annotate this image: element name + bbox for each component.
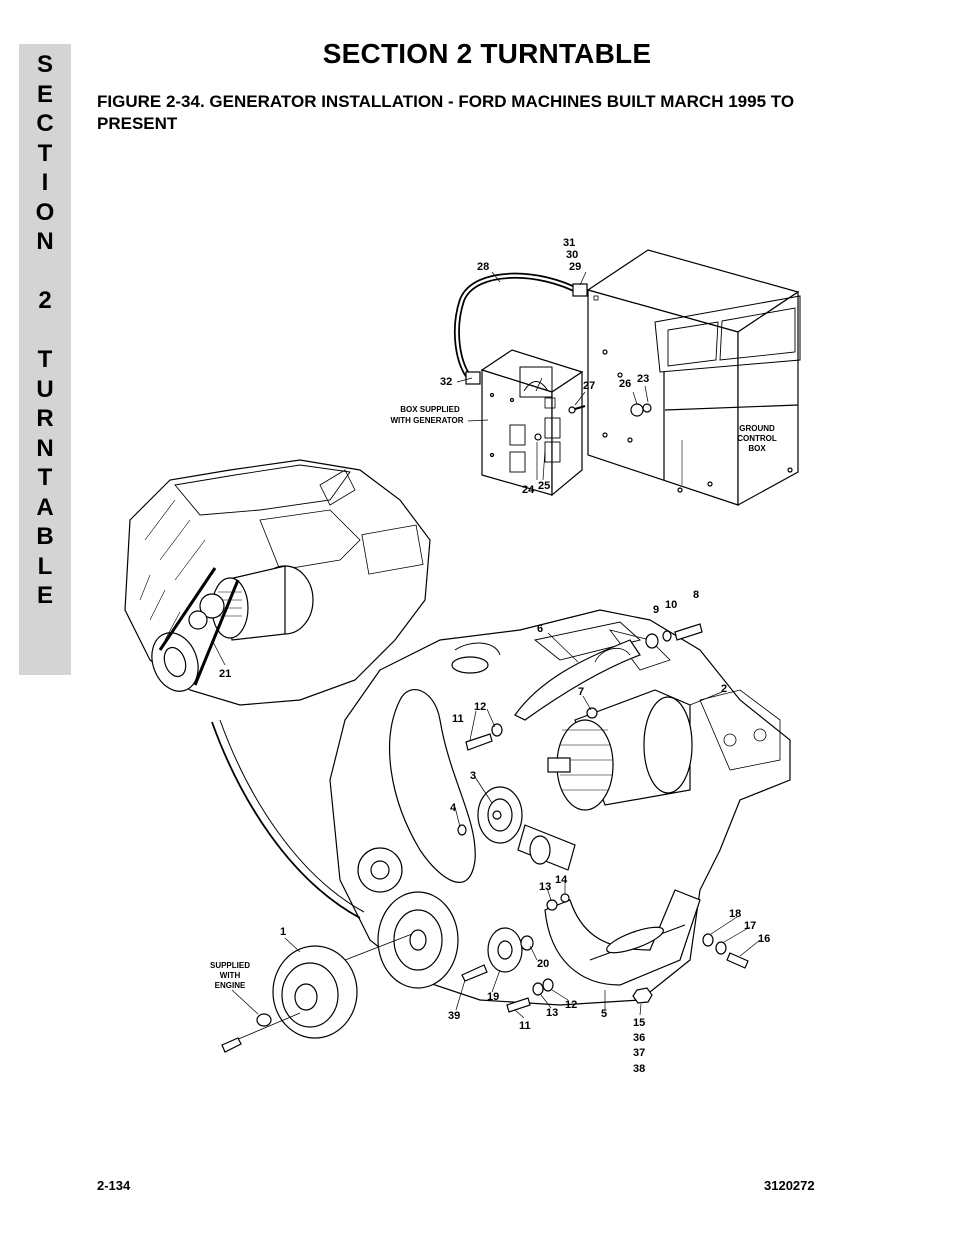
callout: 12: [474, 701, 486, 713]
callout: 12: [565, 999, 577, 1011]
side-tab-letter: A: [36, 493, 54, 521]
leader-lines: [211, 271, 761, 1019]
side-tab-letter: C: [36, 110, 54, 137]
callout: 9: [653, 604, 659, 616]
callout: 36: [633, 1032, 645, 1044]
generator-box: [480, 349, 586, 497]
svg-text:SUPPLIED: SUPPLIED: [210, 961, 250, 970]
svg-text:WITH: WITH: [220, 971, 241, 980]
side-tab-letter: S: [36, 51, 53, 78]
callout: 38: [633, 1063, 645, 1075]
callout: 24: [522, 484, 535, 496]
callout-numbers: 31 30 29 28 32 27 26 23 24 25 21 9 10 8 …: [219, 237, 770, 1075]
side-tab-letter: E: [36, 80, 53, 108]
callout: 28: [477, 261, 489, 273]
callout: 21: [219, 668, 231, 680]
figure-notes: BOX SUPPLIED WITH GENERATOR GROUND CONTR…: [210, 405, 777, 990]
engine-overview: [124, 459, 431, 706]
callout: 11: [519, 1020, 531, 1032]
callout: 30: [566, 249, 578, 261]
callout: 13: [539, 881, 551, 893]
callout: 4: [450, 802, 457, 814]
callout: 37: [633, 1047, 645, 1059]
side-tab-letter: R: [36, 405, 54, 432]
callout: 32: [440, 376, 452, 388]
callout: 6: [537, 623, 543, 635]
callout: 18: [729, 908, 741, 920]
side-tab-letter: U: [36, 375, 54, 403]
pulley-1: [221, 933, 413, 1053]
figure-caption: FIGURE 2-34. GENERATOR INSTALLATION - FO…: [97, 92, 795, 133]
callout: 1: [280, 926, 286, 938]
callout: 39: [448, 1010, 460, 1022]
side-tab-letter: L: [37, 552, 53, 580]
side-tab-letter: B: [36, 523, 54, 550]
callout: 11: [452, 713, 464, 725]
side-tab-letter: I: [41, 169, 49, 196]
svg-text:CONTROL: CONTROL: [737, 434, 777, 443]
callout: 3: [470, 770, 476, 782]
callout: 23: [637, 373, 649, 385]
side-tab-letter: 2: [38, 287, 52, 314]
side-tab-letter: N: [36, 434, 54, 462]
callout: 14: [555, 874, 568, 886]
page-number: 2-134: [97, 1178, 131, 1193]
callout: 27: [583, 380, 595, 392]
callout: 10: [665, 599, 677, 611]
side-tab-letter: N: [36, 228, 54, 255]
hardware-parts: [457, 403, 749, 1013]
page-title: SECTION 2 TURNTABLE: [322, 38, 652, 69]
side-tab-letter: T: [37, 346, 53, 373]
ground-control-box: [586, 249, 801, 507]
side-tab-letter: O: [35, 198, 55, 226]
callout: 17: [744, 920, 756, 932]
svg-text:BOX: BOX: [748, 444, 766, 453]
callout: 19: [487, 991, 499, 1003]
callout: 20: [537, 958, 549, 970]
document-number: 3120272: [764, 1178, 815, 1193]
cable-28: [454, 272, 588, 385]
callout: 15: [633, 1017, 645, 1029]
side-tab-letter: E: [36, 582, 53, 609]
callout: 7: [578, 686, 584, 698]
callout: 29: [569, 261, 581, 273]
side-tab-letter: T: [37, 464, 53, 491]
callout: 13: [546, 1007, 558, 1019]
callout: 16: [758, 933, 770, 945]
svg-text:BOX SUPPLIED: BOX SUPPLIED: [400, 405, 460, 414]
callout: 26: [619, 378, 631, 390]
section-side-tab: [19, 44, 71, 675]
svg-text:ENGINE: ENGINE: [215, 981, 246, 990]
engine-main: [211, 609, 791, 1006]
callout: 25: [538, 480, 550, 492]
callout: 2: [721, 683, 727, 695]
svg-text:GROUND: GROUND: [739, 424, 775, 433]
svg-text:WITH GENERATOR: WITH GENERATOR: [390, 416, 463, 425]
callout: 5: [601, 1008, 607, 1020]
callout: 31: [563, 237, 575, 249]
side-tab-letter: T: [37, 139, 53, 167]
callout: 8: [693, 589, 699, 601]
